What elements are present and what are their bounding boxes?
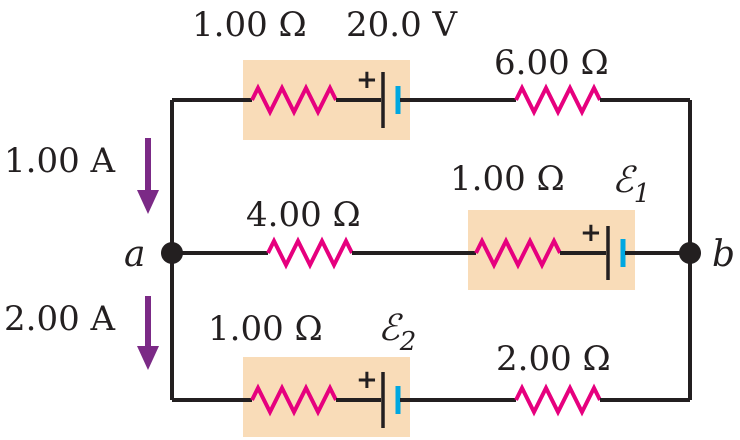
middle-resistor-label: 4.00 Ω: [246, 195, 361, 235]
emf-1-label: ℰ1: [612, 160, 650, 209]
bottom-battery-plus: +: [356, 365, 378, 395]
bottom-external-resistor-label: 2.00 Ω: [496, 339, 611, 379]
middle-internal-resistor: [474, 236, 562, 270]
middle-branch: [172, 226, 690, 280]
node-b-label: b: [712, 234, 735, 275]
node-b-dot: [679, 242, 701, 264]
bottom-internal-resistor-label: 1.00 Ω: [208, 309, 323, 349]
top-internal-resistor: [250, 83, 338, 117]
bottom-branch: [172, 372, 690, 428]
lower-current-label: 2.00 A: [4, 299, 116, 339]
middle-internal-resistor-label: 1.00 Ω: [450, 159, 565, 199]
top-battery-box: [243, 60, 410, 140]
node-a-label: a: [124, 234, 145, 275]
emf-2-label: ℰ2: [378, 308, 416, 357]
top-battery-label: 20.0 V: [346, 5, 459, 45]
top-branch: [172, 72, 690, 128]
top-external-resistor: [514, 83, 602, 117]
middle-resistor: [266, 236, 354, 270]
bottom-internal-resistor: [250, 383, 338, 417]
top-external-resistor-label: 6.00 Ω: [494, 43, 609, 83]
top-battery-plus: +: [356, 65, 378, 95]
middle-battery-plus: +: [580, 218, 602, 248]
top-internal-resistor-label: 1.00 Ω: [192, 5, 307, 45]
upper-current-label: 1.00 A: [4, 141, 116, 181]
bottom-external-resistor: [514, 383, 602, 417]
upper-current-arrow: [137, 138, 159, 214]
node-a-dot: [161, 242, 183, 264]
lower-current-arrow: [137, 296, 159, 370]
